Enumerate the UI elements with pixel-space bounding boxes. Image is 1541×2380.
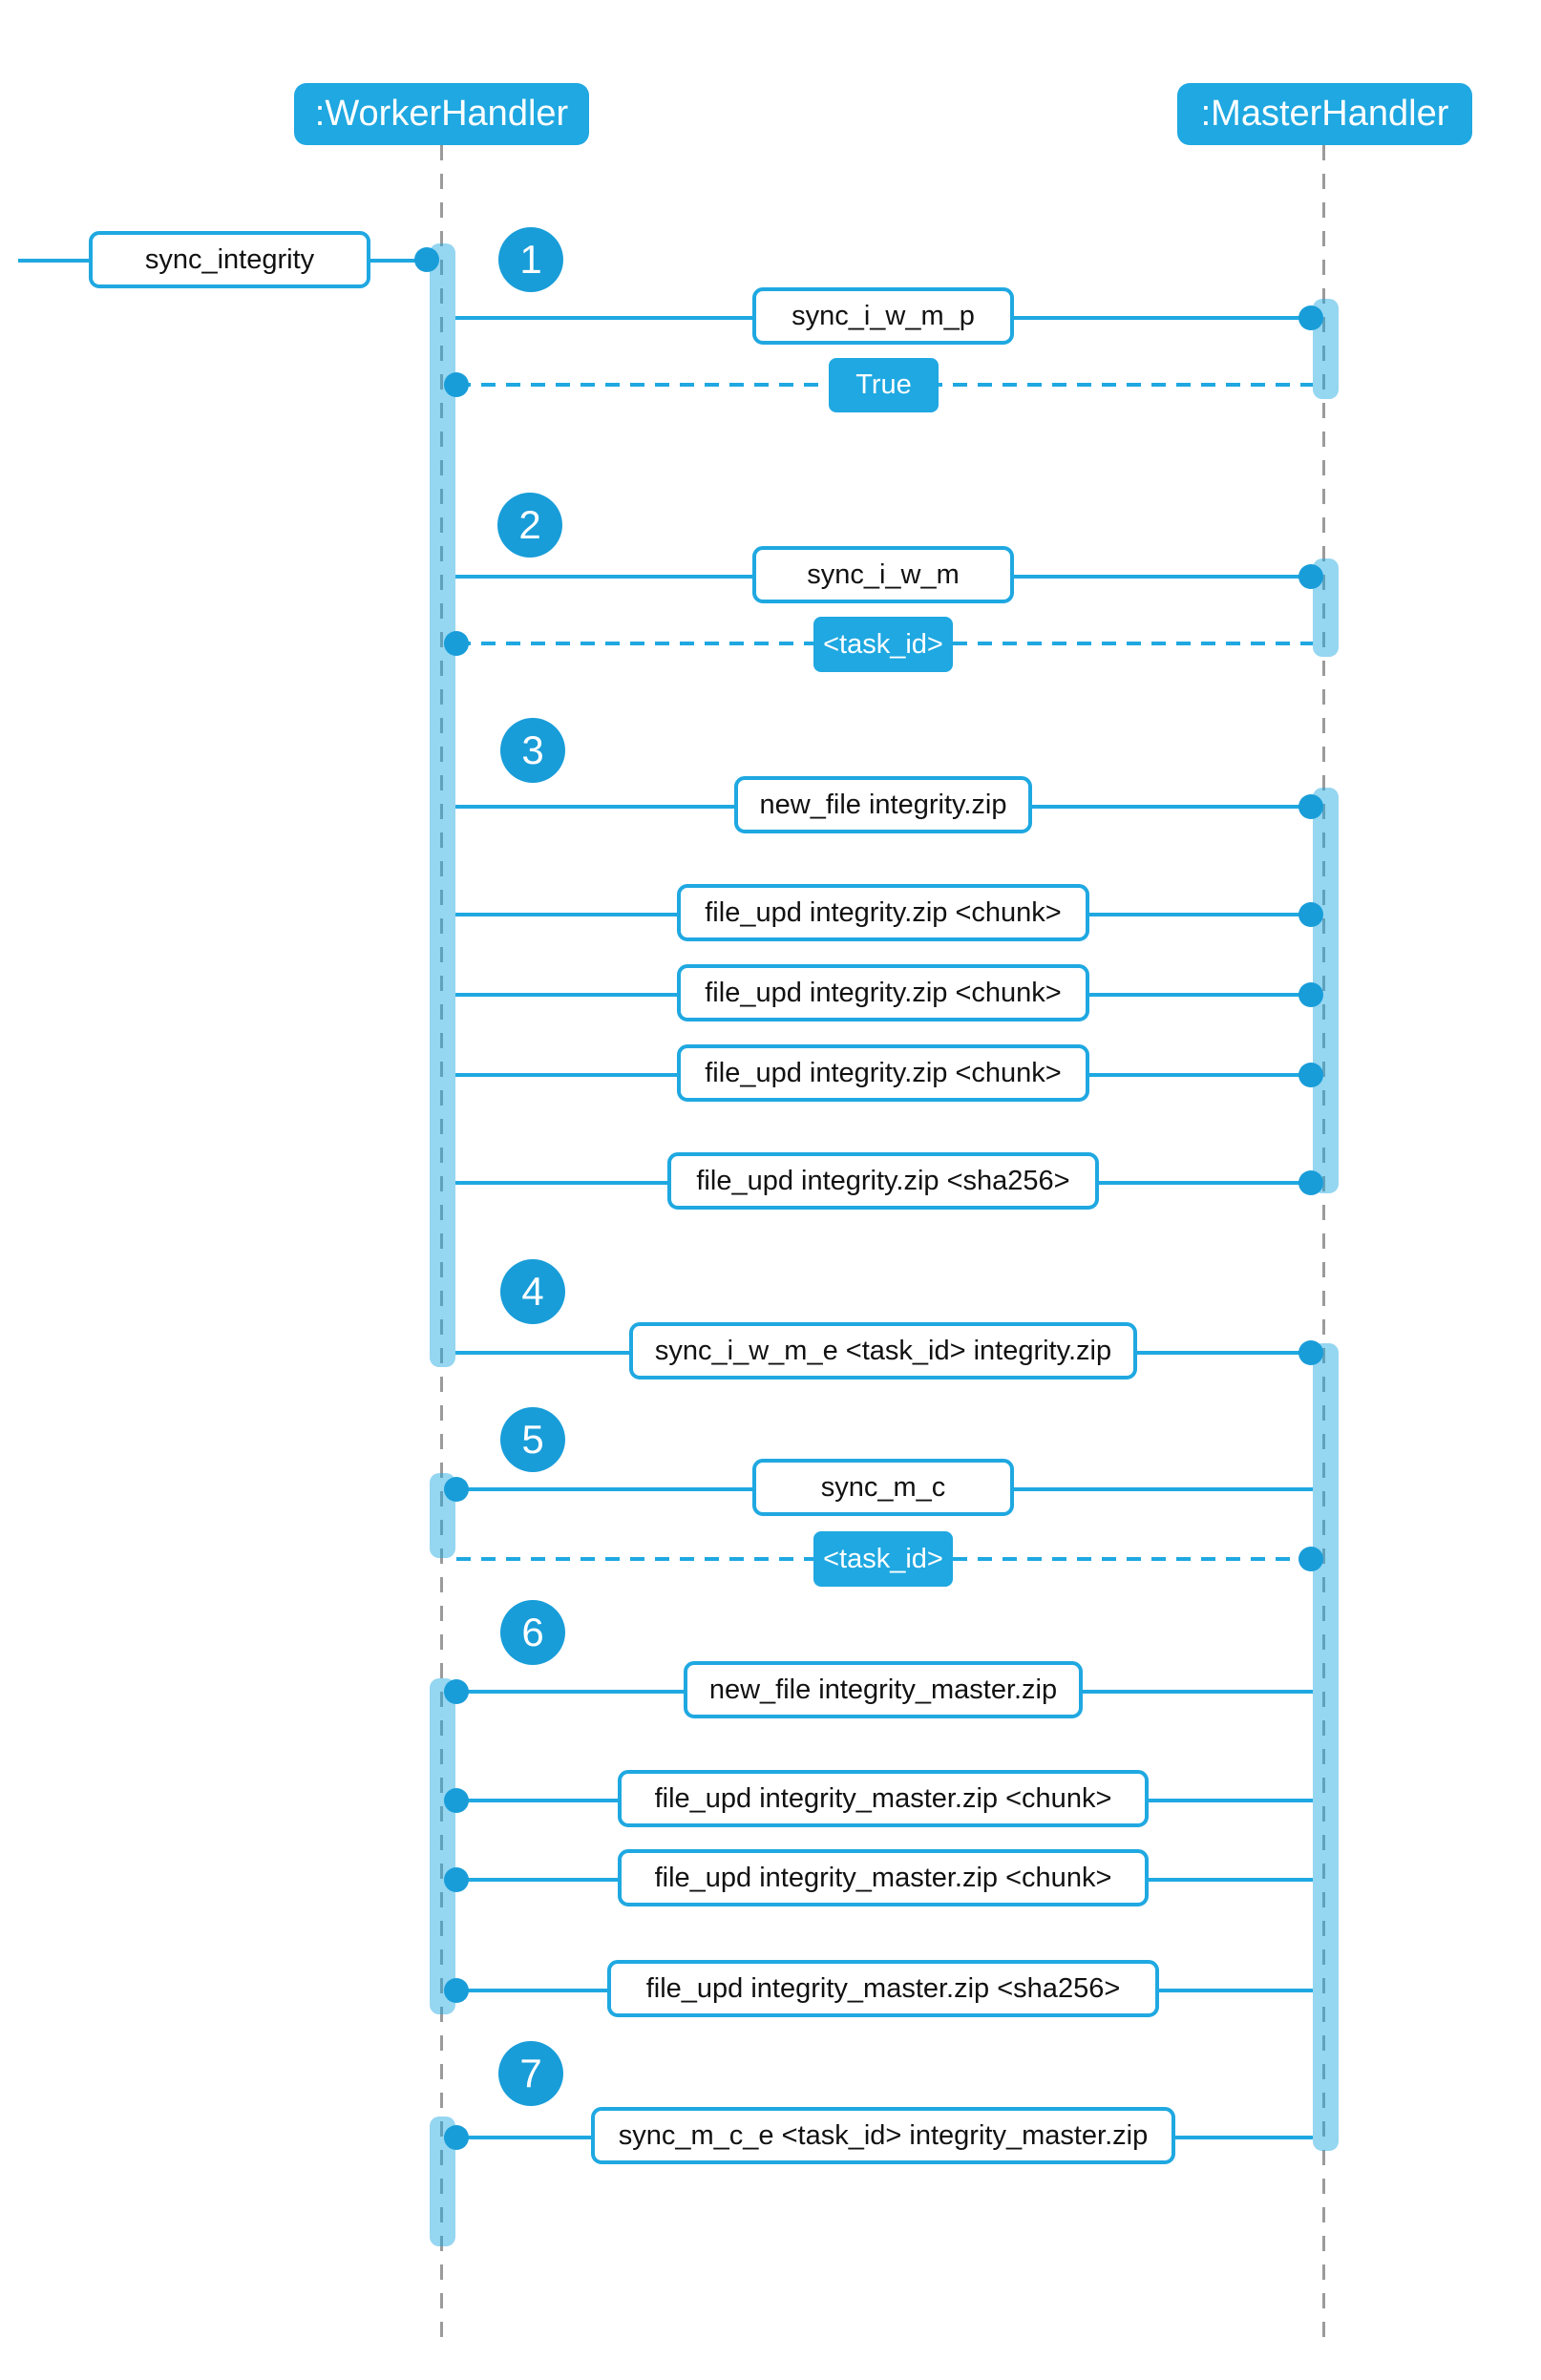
- endpoint-dot-sync-i-w-m: [1298, 564, 1323, 589]
- message-label-master-chunk-2: file_upd integrity_master.zip <chunk>: [618, 1849, 1149, 1906]
- participant-master-handler: :MasterHandler: [1177, 83, 1472, 145]
- message-label-sync-m-c: sync_m_c: [752, 1459, 1014, 1516]
- return-label-true: True: [829, 358, 939, 412]
- message-label-sync-i-w-m-e: sync_i_w_m_e <task_id> integrity.zip: [629, 1322, 1137, 1380]
- step-badge-2: 2: [497, 493, 562, 558]
- endpoint-dot-sync-i-w-m-e: [1298, 1340, 1323, 1365]
- endpoint-dot-master-chunk-2: [444, 1867, 469, 1892]
- step-badge-1: 1: [498, 227, 563, 292]
- endpoint-dot-sync-m-c: [444, 1477, 469, 1502]
- endpoint-dot-task-id-return-step5: [1298, 1547, 1323, 1571]
- message-label-master-chunk-1: file_upd integrity_master.zip <chunk>: [618, 1770, 1149, 1827]
- message-label-sha256: file_upd integrity.zip <sha256>: [667, 1152, 1099, 1210]
- step-badge-4: 4: [500, 1259, 565, 1324]
- master-lifeline: [1322, 145, 1325, 2344]
- endpoint-dot-task-id-return-step2: [444, 631, 469, 656]
- endpoint-dot-sync-m-c-e: [444, 2125, 469, 2150]
- step-badge-7: 7: [498, 2041, 563, 2106]
- message-label-chunk-1: file_upd integrity.zip <chunk>: [677, 884, 1089, 941]
- message-label-chunk-3: file_upd integrity.zip <chunk>: [677, 1044, 1089, 1102]
- endpoint-dot-sync-i-w-m-p: [1298, 305, 1323, 330]
- message-label-sync-i-w-m: sync_i_w_m: [752, 546, 1014, 603]
- step-badge-3: 3: [500, 718, 565, 783]
- message-label-new-file-master: new_file integrity_master.zip: [684, 1661, 1083, 1718]
- worker-activation-main: [430, 243, 455, 1367]
- endpoint-dot-new-file-integrity: [1298, 794, 1323, 819]
- worker-activation-step6: [430, 1678, 455, 2014]
- endpoint-dot-master-chunk-1: [444, 1788, 469, 1813]
- endpoint-dot-chunk-3: [1298, 1063, 1323, 1087]
- endpoint-dot-true-return: [444, 372, 469, 397]
- message-label-master-sha256: file_upd integrity_master.zip <sha256>: [607, 1960, 1159, 2017]
- participant-worker-handler: :WorkerHandler: [294, 83, 589, 145]
- message-label-sync-m-c-e: sync_m_c_e <task_id> integrity_master.zi…: [591, 2107, 1175, 2164]
- endpoint-dot-master-sha256: [444, 1978, 469, 2003]
- step-badge-6: 6: [500, 1600, 565, 1665]
- message-label-new-file-integrity: new_file integrity.zip: [734, 776, 1032, 833]
- endpoint-dot-entry: [414, 247, 439, 272]
- endpoint-dot-chunk-1: [1298, 902, 1323, 927]
- return-label-task-id-step2: <task_id>: [813, 617, 953, 672]
- entry-message-label: sync_integrity: [89, 231, 370, 288]
- worker-lifeline: [440, 145, 443, 2344]
- master-activation-main: [1313, 1343, 1339, 2151]
- message-label-sync-i-w-m-p: sync_i_w_m_p: [752, 287, 1014, 345]
- message-label-chunk-2: file_upd integrity.zip <chunk>: [677, 964, 1089, 1022]
- step-badge-5: 5: [500, 1407, 565, 1472]
- endpoint-dot-chunk-2: [1298, 982, 1323, 1007]
- endpoint-dot-sha256: [1298, 1170, 1323, 1195]
- endpoint-dot-new-file-master: [444, 1679, 469, 1704]
- return-label-task-id-step5: <task_id>: [813, 1531, 953, 1587]
